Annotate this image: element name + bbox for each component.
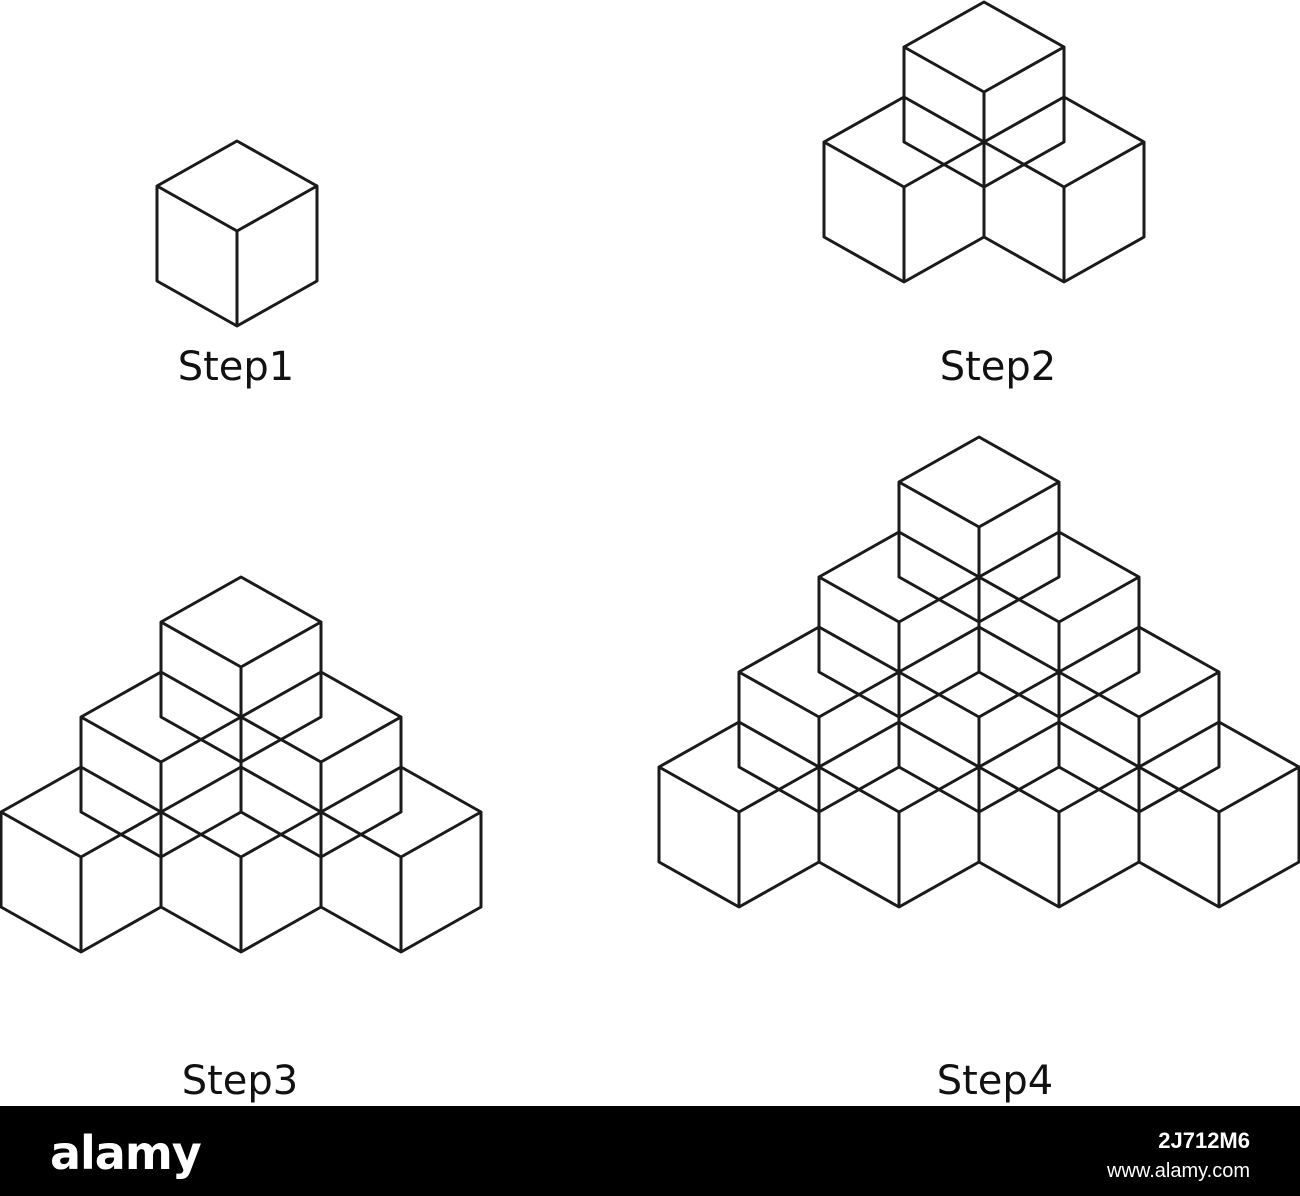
- cube: [155, 139, 319, 328]
- cube: [1137, 720, 1300, 909]
- step3-label: Step3: [182, 1058, 299, 1104]
- step1-label: Step1: [178, 344, 295, 390]
- step2-label: Step2: [940, 344, 1057, 390]
- step4-group: [657, 435, 1300, 909]
- footer-info: 2J712M6 www.alamy.com: [1107, 1128, 1250, 1183]
- image-id: 2J712M6: [1158, 1128, 1250, 1153]
- site-url: www.alamy.com: [1107, 1160, 1250, 1182]
- cube: [319, 765, 483, 954]
- brand-logo: alamy: [50, 1126, 202, 1180]
- step2-group: [822, 0, 1146, 284]
- step4-label: Step4: [937, 1058, 1054, 1104]
- cube: [982, 95, 1146, 284]
- step3-group: [0, 575, 483, 954]
- step1-group: [155, 139, 319, 328]
- cube-staircase-diagram: Step1 Step2 Step3 Step4: [0, 0, 1300, 1104]
- watermark-footer: alamy 2J712M6 www.alamy.com: [0, 1106, 1300, 1196]
